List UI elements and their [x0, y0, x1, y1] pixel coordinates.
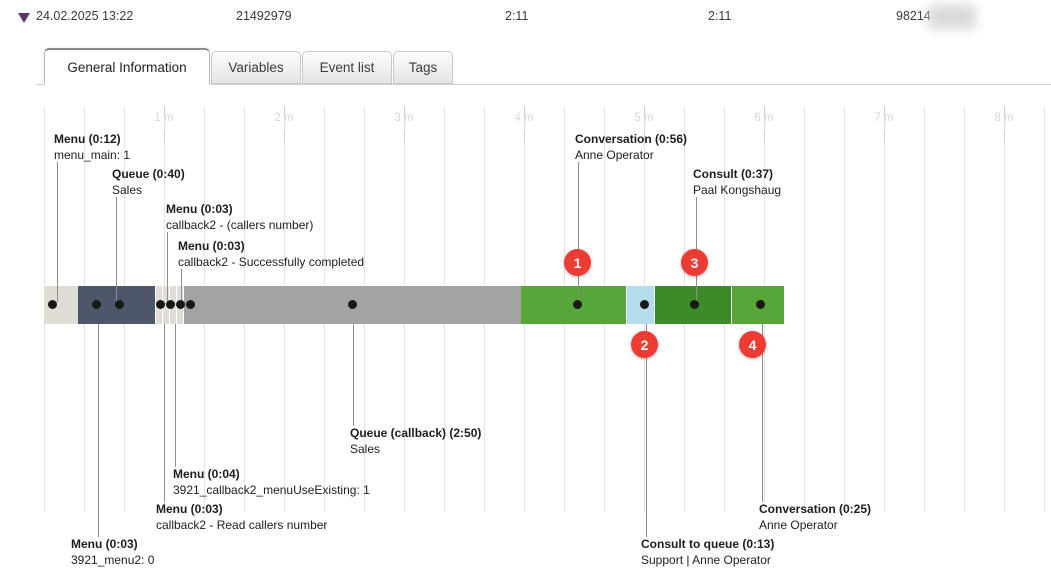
tick-mark-lower	[764, 132, 765, 142]
summary-duration-1: 2:11	[505, 9, 528, 23]
annotation-conversation-anne-1: Conversation (0:56)Anne Operator	[575, 132, 687, 163]
annotation-title: Menu (0:03)	[71, 537, 154, 553]
marker-badge-1[interactable]: 1	[564, 249, 591, 276]
annotation-subtitle: Sales	[112, 183, 185, 199]
annotation-menu-3921-menu2: Menu (0:03)3921_menu2: 0	[71, 537, 154, 568]
event-dot	[48, 300, 57, 309]
leader-line-menu-use-existing	[175, 324, 176, 467]
annotation-title: Menu (0:12)	[54, 132, 130, 148]
tab-event-list[interactable]: Event list	[302, 51, 392, 84]
tick-mark-lower	[524, 132, 525, 142]
annotation-subtitle: Sales	[350, 442, 481, 458]
annotation-title: Queue (0:40)	[112, 167, 185, 183]
annotation-subtitle: menu_main: 1	[54, 148, 130, 164]
summary-record-id: 21492979	[236, 9, 292, 23]
leader-line-menu-successfully	[181, 269, 182, 302]
event-dot	[348, 300, 357, 309]
annotation-menu-read-callers: Menu (0:03)callback2 - Read callers numb…	[156, 502, 327, 533]
gridline	[804, 106, 805, 512]
annotation-subtitle: 3921_menu2: 0	[71, 553, 154, 568]
tab-bar: General Information Variables Event list…	[0, 48, 1051, 86]
annotation-title: Consult (0:37)	[693, 167, 781, 183]
tick-label: 3 m	[394, 112, 413, 124]
event-dot	[690, 300, 699, 309]
leader-line-menu-read-callers	[164, 324, 165, 502]
gridline	[844, 106, 845, 512]
annotation-subtitle: callback2 - (callers number)	[166, 218, 313, 234]
annotation-queue-sales: Queue (0:40)Sales	[112, 167, 185, 198]
leader-line-menu-callers-number	[167, 232, 168, 302]
annotation-title: Conversation (0:25)	[759, 502, 871, 518]
event-dot	[115, 300, 124, 309]
gridline	[884, 106, 885, 512]
annotation-consult-paal: Consult (0:37)Paal Kongshaug	[693, 167, 781, 198]
annotation-menu-callers-number: Menu (0:03)callback2 - (callers number)	[166, 202, 313, 233]
annotation-subtitle: Anne Operator	[575, 148, 687, 164]
event-dot	[166, 300, 175, 309]
leader-line-conversation-anne-1	[578, 162, 579, 302]
tick-mark-lower	[164, 132, 165, 142]
gridline	[1004, 106, 1005, 512]
event-dot	[640, 300, 649, 309]
tab-tags[interactable]: Tags	[393, 51, 453, 84]
annotation-subtitle: callback2 - Read callers number	[156, 518, 327, 534]
annotation-title: Menu (0:03)	[178, 239, 364, 255]
tick-label: 8 m	[994, 112, 1013, 124]
annotation-subtitle: 3921_callback2_menuUseExisting: 1	[173, 483, 370, 499]
tick-mark-lower	[284, 132, 285, 142]
tick-label: 4 m	[514, 112, 533, 124]
summary-phone-number: 98214	[896, 9, 931, 23]
annotation-queue-callback-sales: Queue (callback) (2:50)Sales	[350, 426, 481, 457]
annotation-title: Menu (0:03)	[166, 202, 313, 218]
triangle-down-icon[interactable]	[18, 13, 30, 23]
marker-badge-4[interactable]: 4	[739, 331, 766, 358]
gridline	[964, 106, 965, 512]
annotation-title: Conversation (0:56)	[575, 132, 687, 148]
event-dot	[92, 300, 101, 309]
event-dot	[186, 300, 195, 309]
event-dot	[756, 300, 765, 309]
annotation-title: Menu (0:04)	[173, 467, 370, 483]
tab-general-information[interactable]: General Information	[44, 48, 210, 85]
leader-line-queue-sales	[116, 197, 117, 302]
annotation-conversation-anne-2: Conversation (0:25)Anne Operator	[759, 502, 871, 533]
annotation-title: Consult to queue (0:13)	[641, 537, 774, 553]
annotation-subtitle: Support | Anne Operator	[641, 553, 774, 568]
tick-mark-lower	[404, 132, 405, 142]
event-dot	[176, 300, 185, 309]
record-summary-row[interactable]: 24.02.2025 13:22 21492979 2:11 2:11 9821…	[0, 0, 1051, 38]
annotation-menu-successfully: Menu (0:03)callback2 - Successfully comp…	[178, 239, 364, 270]
leader-line-queue-callback-sales	[353, 324, 354, 426]
leader-line-menu-main	[57, 162, 58, 302]
event-dot	[156, 300, 165, 309]
annotation-consult-to-queue: Consult to queue (0:13)Support | Anne Op…	[641, 537, 774, 568]
tick-label: 1 m	[154, 112, 173, 124]
gridline	[924, 106, 925, 512]
tick-mark-lower	[1004, 132, 1005, 142]
annotation-title: Queue (callback) (2:50)	[350, 426, 481, 442]
annotation-menu-use-existing: Menu (0:04)3921_callback2_menuUseExistin…	[173, 467, 370, 498]
tick-label: 5 m	[634, 112, 653, 124]
redacted-number-blur	[928, 5, 976, 29]
annotation-subtitle: callback2 - Successfully completed	[178, 255, 364, 271]
annotation-menu-main: Menu (0:12)menu_main: 1	[54, 132, 130, 163]
summary-datetime: 24.02.2025 13:22	[36, 9, 133, 23]
summary-duration-2: 2:11	[708, 9, 731, 23]
marker-badge-2[interactable]: 2	[631, 331, 658, 358]
event-dot	[573, 300, 582, 309]
annotation-subtitle: Paal Kongshaug	[693, 183, 781, 199]
annotation-subtitle: Anne Operator	[759, 518, 871, 534]
annotation-title: Menu (0:03)	[156, 502, 327, 518]
gridline	[1044, 106, 1045, 512]
call-timeline[interactable]: 1 m 2 m 3 m 4 m 5 m 6 m 7 m 8 m Menu (0:12)menu…	[0, 96, 1051, 512]
tab-variables[interactable]: Variables	[211, 51, 301, 84]
tick-label: 6 m	[754, 112, 773, 124]
leader-line-menu-3921-menu2	[98, 324, 99, 537]
marker-badge-3[interactable]: 3	[681, 249, 708, 276]
tick-label: 7 m	[874, 112, 893, 124]
tick-mark-lower	[884, 132, 885, 142]
tick-label: 2 m	[274, 112, 293, 124]
